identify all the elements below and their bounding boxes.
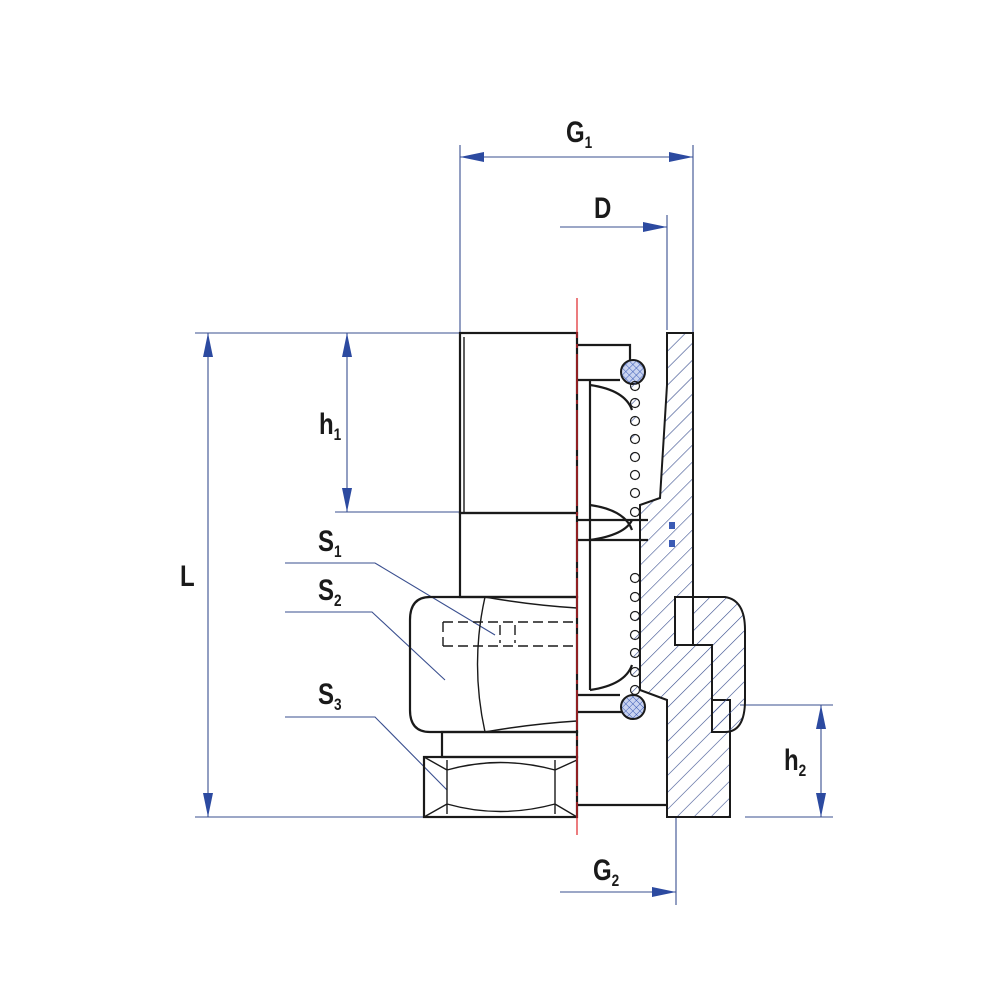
label-L: L (180, 560, 195, 593)
spring-coil (629, 647, 641, 659)
label-G1: G1 (566, 116, 593, 152)
spring-coil (629, 415, 641, 427)
label-G2: G2 (593, 854, 620, 890)
seal-ball (620, 359, 646, 720)
spring-coil (629, 397, 641, 409)
spring-coil (629, 380, 641, 392)
label-h1: h1 (319, 408, 342, 444)
spring-coil (629, 629, 641, 641)
label-S3: S3 (318, 678, 342, 714)
spring-coil (629, 469, 641, 481)
spring-coil (629, 506, 641, 518)
label-S1: S1 (318, 525, 342, 561)
spring-coil (629, 487, 641, 499)
label-h2: h2 (784, 744, 807, 780)
spring-coil (629, 591, 641, 603)
spring-coil (629, 610, 641, 622)
spring-coil (629, 572, 641, 584)
label-S2: S2 (318, 574, 342, 610)
spring-coil (629, 433, 641, 445)
label-D: D (594, 192, 612, 225)
spring-coils (629, 380, 641, 696)
dimension-lines (195, 145, 833, 905)
spring-coil (629, 684, 641, 696)
spring-coil (629, 666, 641, 678)
fitting-exterior (408, 331, 579, 819)
spring-coil (629, 451, 641, 463)
fitting-section (577, 332, 746, 818)
